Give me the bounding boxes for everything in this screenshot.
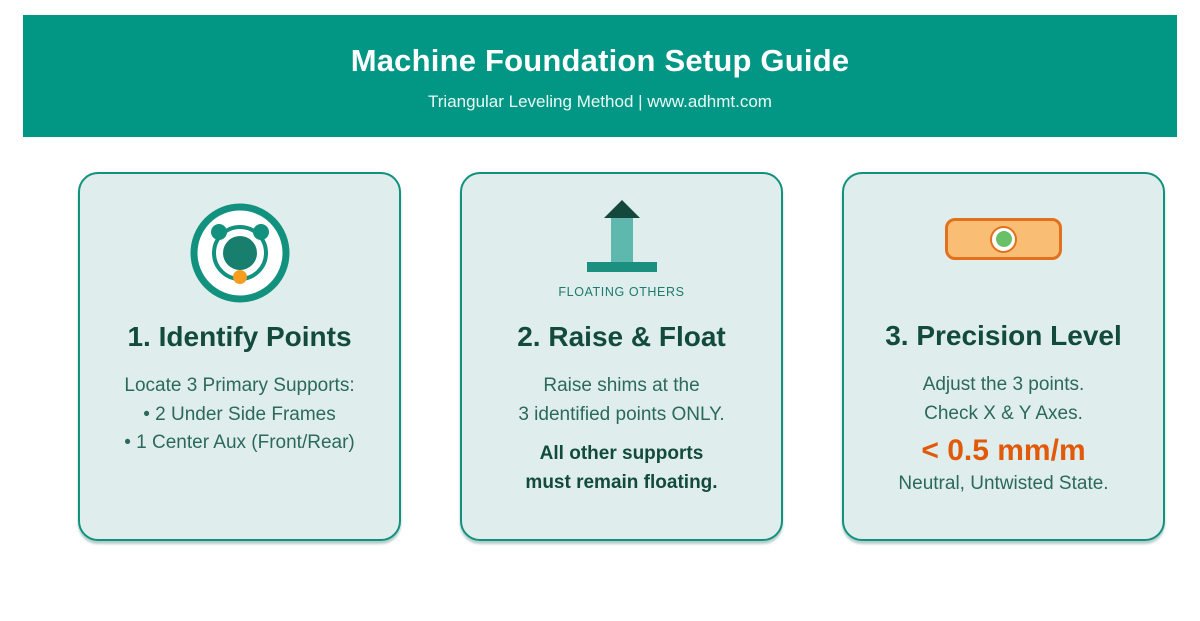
level-vial [990, 225, 1017, 253]
page-title: Machine Foundation Setup Guide [350, 42, 850, 78]
body-line: 3 identified points ONLY. [518, 403, 725, 425]
body-line: Adjust the 3 points. [922, 374, 1085, 395]
raise-arrow-icon [586, 200, 657, 272]
spirit-level-icon [945, 218, 1062, 260]
card-title: 2. Raise & Float [517, 321, 726, 352]
warning-line: All other supports [539, 443, 704, 464]
warning-line: must remain floating. [525, 471, 718, 493]
card-precision-level: 3. Precision Level Adjust the 3 points. … [842, 172, 1165, 541]
header-banner: Machine Foundation Setup Guide Triangula… [23, 15, 1177, 137]
floating-others-caption: FLOATING OTHERS [558, 285, 685, 299]
card-body: Raise shims at the 3 identified points O… [518, 372, 724, 429]
card-warning: All other supports must remain floating. [525, 440, 717, 497]
card-raise-float: FLOATING OTHERS 2. Raise & Float Raise s… [460, 172, 783, 541]
body-line: • 2 Under Side Frames [143, 403, 336, 425]
card-body: Adjust the 3 points. Check X & Y Axes. [923, 371, 1085, 428]
level-bubble [995, 231, 1012, 247]
support-points-target-icon [190, 203, 289, 303]
page-subtitle: Triangular Leveling Method | www.adhmt.c… [428, 91, 772, 111]
card-title: 3. Precision Level [885, 320, 1122, 351]
body-line: Raise shims at the [543, 375, 700, 396]
body-line: Check X & Y Axes. [924, 402, 1083, 424]
card-title: 1. Identify Points [127, 321, 352, 352]
card-body: Locate 3 Primary Supports: • 2 Under Sid… [124, 372, 355, 458]
steps-row: 1. Identify Points Locate 3 Primary Supp… [78, 172, 1165, 541]
card-identify-points: 1. Identify Points Locate 3 Primary Supp… [78, 172, 401, 541]
body-line: Neutral, Untwisted State. [898, 473, 1109, 494]
tolerance-value: < 0.5 mm/m [921, 434, 1086, 467]
body-line: Locate 3 Primary Supports: [124, 375, 355, 396]
body-line: • 1 Center Aux (Front/Rear) [124, 432, 355, 453]
